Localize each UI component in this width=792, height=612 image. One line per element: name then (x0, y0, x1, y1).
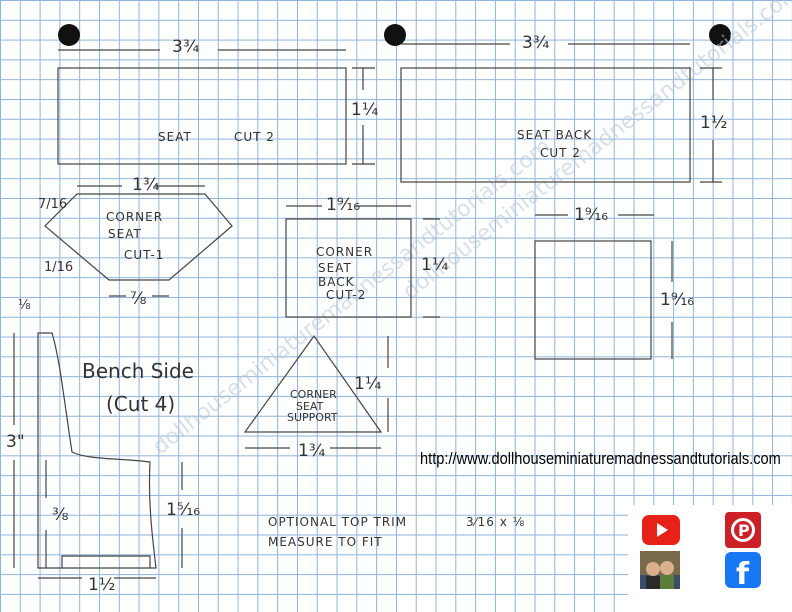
seat-piece: 3¾ 1¼ SEAT CUT 2 (57, 37, 378, 165)
seat-back-cut-label: CUT 2 (540, 146, 581, 160)
bench-side-right-label: 1⁵⁄₁₆ (166, 500, 200, 520)
punch-hole-right (709, 24, 731, 46)
bench-side-height-label: 3" (6, 432, 25, 452)
seat-back-width-label: 3¾ (522, 33, 549, 53)
square-width-label: 1⁹⁄₁₆ (574, 205, 608, 225)
bench-side-outline (37, 332, 157, 569)
svg-text:P: P (738, 521, 750, 540)
measure-note: MEASURE TO FIT (268, 535, 383, 549)
support-line2: SEAT (296, 400, 324, 413)
corner-seat-outline (44, 193, 233, 281)
support-line1: CORNER (290, 388, 337, 401)
social-panel: P f (628, 505, 792, 612)
bench-side-piece: ⅛ 3" ⅜ 1⁵⁄₁₆ 1½ Bench Side (Cut 4) (6, 298, 200, 595)
seat-height-label: 1¼ (351, 100, 378, 120)
youtube-icon[interactable] (642, 511, 680, 549)
bench-side-bottom-label: 1½ (88, 575, 115, 595)
square-outline (534, 240, 652, 360)
corner-seat-back-cut-label: CUT-2 (326, 288, 366, 302)
trim-size-note: 3⁄16 x ⅛ (466, 515, 525, 529)
bench-side-top-label: ⅛ (18, 298, 31, 313)
seat-cut-label: CUT 2 (234, 130, 275, 144)
corner-seat-back-height-label: 1¼ (421, 255, 448, 275)
square-piece: 1⁹⁄₁₆ 1⁹⁄₁₆ (534, 205, 694, 360)
corner-seat-back-piece: 1⁹⁄₁₆ 1¼ CORNER SEAT BACK CUT-2 (285, 195, 448, 318)
corner-seat-line1: CORNER (106, 210, 163, 224)
corner-seat-cut-label: CUT-1 (124, 248, 164, 262)
square-height-label: 1⁹⁄₁₆ (660, 290, 694, 310)
corner-seat-piece: 1¾ ⅞ 7/16 1/16 CORNER SEAT CUT-1 (38, 175, 233, 309)
corner-seat-slant-label: 7/16 (38, 197, 67, 212)
seat-name-label: SEAT (158, 130, 192, 144)
corner-seat-back-line3: BACK (318, 275, 355, 289)
svg-text:f: f (736, 557, 750, 588)
bench-side-name-label: Bench Side (82, 359, 194, 383)
optional-trim-note: OPTIONAL TOP TRIM (268, 515, 407, 529)
punch-hole-left (58, 24, 80, 46)
corner-seat-back-width-label: 1⁹⁄₁₆ (326, 195, 360, 215)
corner-seat-support-outline (243, 334, 383, 433)
bench-side-inner-label: ⅜ (52, 505, 68, 525)
pinterest-icon[interactable]: P (724, 511, 762, 549)
seat-width-label: 3¾ (172, 37, 199, 57)
bench-side-cut-label: (Cut 4) (106, 392, 175, 416)
support-height-label: 1¼ (354, 374, 381, 394)
corner-seat-back-line1: CORNER (316, 245, 373, 259)
seat-outline (57, 67, 347, 165)
corner-seat-bottom-label: ⅞ (130, 289, 146, 309)
seat-back-outline (400, 67, 691, 183)
seat-back-piece: 3¾ 1½ SEAT BACK CUT 2 (400, 33, 727, 183)
corner-seat-back-outline (285, 218, 412, 318)
corner-seat-height-label: 1/16 (44, 260, 73, 275)
website-url[interactable]: http://www.dollhouseminiaturemadnessandt… (420, 449, 781, 468)
author-photo (640, 551, 680, 589)
corner-seat-top-label: 1¾ (132, 175, 159, 195)
punch-hole-middle (384, 24, 406, 46)
facebook-icon[interactable]: f (724, 551, 762, 589)
support-width-label: 1¾ (298, 441, 325, 461)
watermark-top: dollhouseminiaturemadnessandtutorials.co… (398, 0, 792, 305)
corner-seat-line2: SEAT (108, 227, 142, 241)
support-line3: SUPPORT (287, 411, 338, 424)
seat-back-height-label: 1½ (700, 113, 727, 133)
corner-seat-back-line2: SEAT (318, 261, 352, 275)
seat-back-name-label: SEAT BACK (517, 128, 592, 142)
corner-seat-support-piece: 1¾ 1¼ CORNER SEAT SUPPORT (243, 334, 389, 461)
